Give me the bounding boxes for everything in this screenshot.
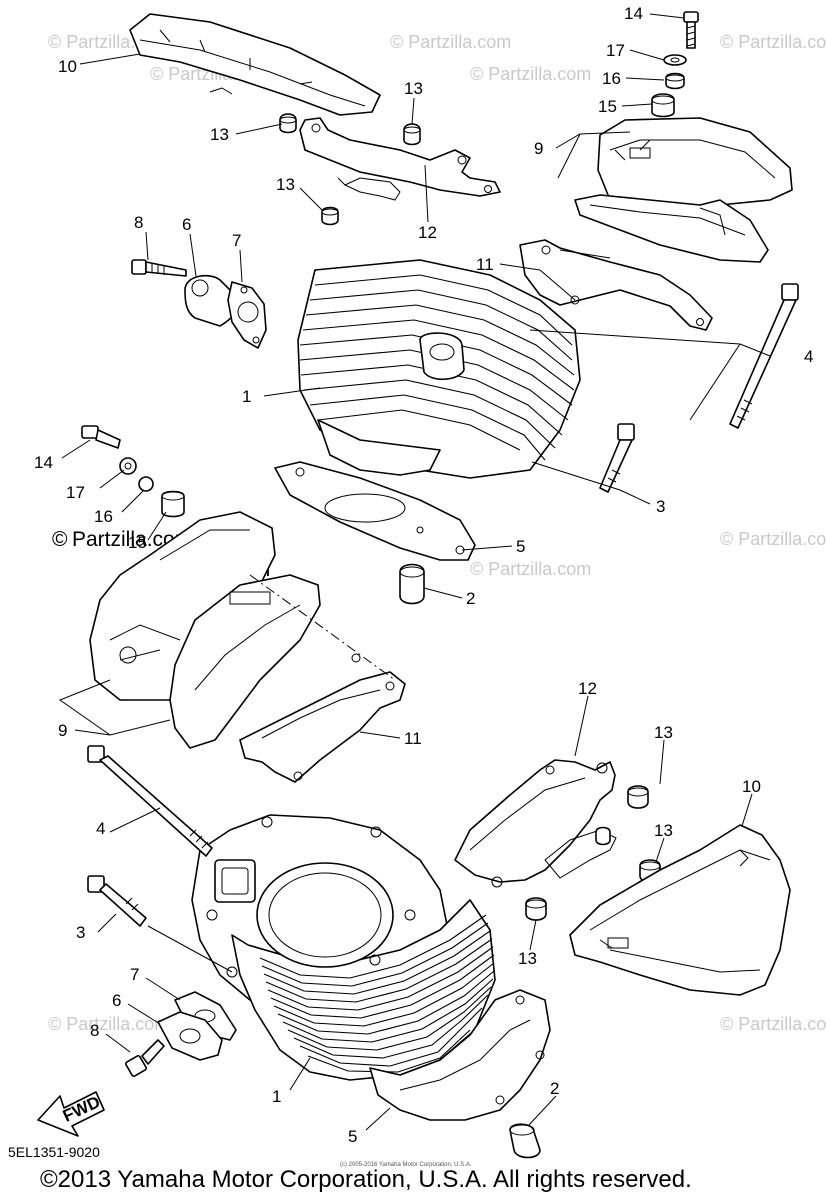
cylinder-top: [297, 259, 581, 479]
watermark: © Partzilla.com: [470, 64, 591, 84]
callout-14: 14: [624, 4, 643, 23]
watermark: © Partzilla.com: [390, 32, 511, 52]
callout-13: 13: [276, 175, 295, 194]
head-cover-bottom: [569, 824, 791, 996]
leader-lines: [58, 13, 771, 1131]
callout-13: 13: [518, 949, 537, 968]
callout-9: 9: [58, 721, 67, 740]
center-line: [249, 574, 396, 681]
callout-17: 17: [606, 41, 625, 60]
callout-2: 2: [550, 1079, 559, 1098]
watermark-large: Partzilla.com: [72, 528, 192, 551]
callout-8: 8: [90, 1021, 99, 1040]
callout-8: 8: [134, 213, 143, 232]
callout-15: 15: [598, 97, 617, 116]
callout-5: 5: [516, 537, 525, 556]
bolt-3-top: [599, 423, 635, 493]
head-cover-right: [574, 117, 793, 263]
bolt-8-top: [131, 259, 187, 277]
bolt-washer-stack-left: [81, 425, 185, 518]
watermark: © Partzilla.com: [470, 559, 591, 579]
callout-7: 7: [232, 231, 241, 250]
head-gasket-top: [274, 461, 476, 561]
callout-5: 5: [348, 1127, 357, 1146]
callout-4: 4: [96, 819, 105, 838]
callout-1: 1: [242, 387, 251, 406]
callout-13: 13: [210, 125, 229, 144]
watermark: © Partzilla.com: [720, 32, 826, 52]
callout-10: 10: [742, 777, 761, 796]
callout-13: 13: [654, 723, 673, 742]
callout-11: 11: [404, 729, 422, 748]
callout-13: 13: [404, 79, 423, 98]
callout-6: 6: [112, 991, 121, 1010]
watermark: © Partzilla.com: [720, 1014, 826, 1034]
bracket-bottom: [454, 759, 617, 888]
callout-16: 16: [94, 507, 113, 526]
callout-1: 1: [272, 1087, 281, 1106]
cylinder-bottom: [191, 814, 496, 1081]
base-gasket-bottom: [369, 989, 551, 1121]
grommets-top: [279, 113, 421, 226]
callout-4: 4: [804, 347, 813, 366]
callout-13: 13: [654, 821, 673, 840]
forward-arrow-icon: FWD: [37, 1091, 105, 1137]
bolt-washer-stack-top: [651, 11, 699, 118]
callout-17: 17: [66, 483, 85, 502]
callout-7: 7: [130, 965, 139, 984]
callout-3: 3: [76, 923, 85, 942]
head-cover-top: [129, 13, 381, 116]
bolt-3-bottom: [87, 875, 147, 927]
callout-15: 15: [128, 533, 147, 552]
callout-labels: 10 13 13 13 12 14 17 16 15 9 8 6 7 11 4 …: [34, 4, 813, 1146]
fitting-6-7-top: [184, 274, 267, 349]
watermark: © Partzilla.com: [720, 529, 826, 549]
callout-3: 3: [656, 497, 665, 516]
callout-6: 6: [182, 215, 191, 234]
watermark-prefix: ©: [52, 528, 68, 551]
callout-2: 2: [466, 589, 475, 608]
gasket-left: [239, 653, 406, 783]
bracket-top: [299, 117, 501, 201]
tiny-notice: (c) 2005-2016 Yamaha Motor Corporation, …: [340, 1162, 472, 1168]
callout-16: 16: [602, 69, 621, 88]
callout-10: 10: [58, 57, 77, 76]
copyright-notice: ©2013 Yamaha Motor Corporation, U.S.A. A…: [40, 1166, 692, 1193]
dowel-2-bottom: [509, 1123, 541, 1159]
callout-9: 9: [534, 139, 543, 158]
dowel-2-top: [399, 563, 425, 605]
callout-12: 12: [578, 679, 597, 698]
watermark: © Partzilla.com: [48, 1014, 169, 1034]
callout-12: 12: [418, 223, 437, 242]
stud-4-top: [729, 283, 799, 429]
diagram-code: 5EL1351-9020: [8, 1144, 100, 1160]
stud-4-bottom: [87, 745, 213, 857]
fitting-6-7-8-bottom: [125, 991, 237, 1077]
callout-14: 14: [34, 453, 53, 472]
head-cover-left: [89, 511, 321, 749]
callout-11: 11: [476, 255, 494, 274]
gasket-top: [519, 239, 713, 331]
